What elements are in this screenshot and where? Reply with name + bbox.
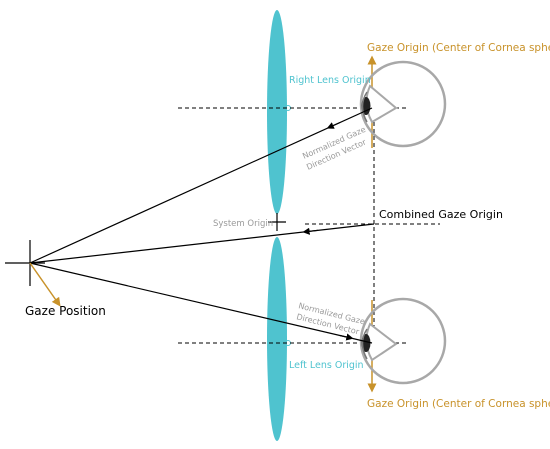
left-eye: [359, 297, 447, 385]
left-gaze-arrow: [339, 333, 354, 341]
right-lens-origin-label: Right Lens Origin: [289, 75, 371, 86]
combined-gaze-line: [29, 223, 375, 264]
combined-gaze-origin-label: Combined Gaze Origin: [379, 208, 503, 221]
left-lens-origin-label: Left Lens Origin: [289, 360, 364, 371]
gaze-position-orange-pointer: [29, 262, 61, 307]
combined-gaze-arrow: [302, 227, 319, 235]
left-iris-arc: [361, 328, 368, 360]
gaze-position-label: Gaze Position: [25, 304, 106, 318]
right-eye: [359, 60, 447, 148]
left-cornea: [365, 322, 398, 362]
right-iris-arc: [361, 91, 368, 123]
right-gaze-line: [29, 107, 373, 264]
gaze-origin-top-label: Gaze Origin (Center of Cornea sphere): [367, 42, 550, 54]
right-cornea: [365, 84, 398, 124]
gaze-origin-bottom-label: Gaze Origin (Center of Cornea sphere): [367, 398, 550, 410]
right-eyeball: [359, 60, 447, 148]
right-gaze-arrow: [326, 121, 341, 129]
left-gaze-line: [29, 262, 373, 344]
right-lens: [267, 10, 287, 214]
left-lens: [267, 237, 287, 441]
system-origin-label: System Origin: [213, 219, 273, 229]
